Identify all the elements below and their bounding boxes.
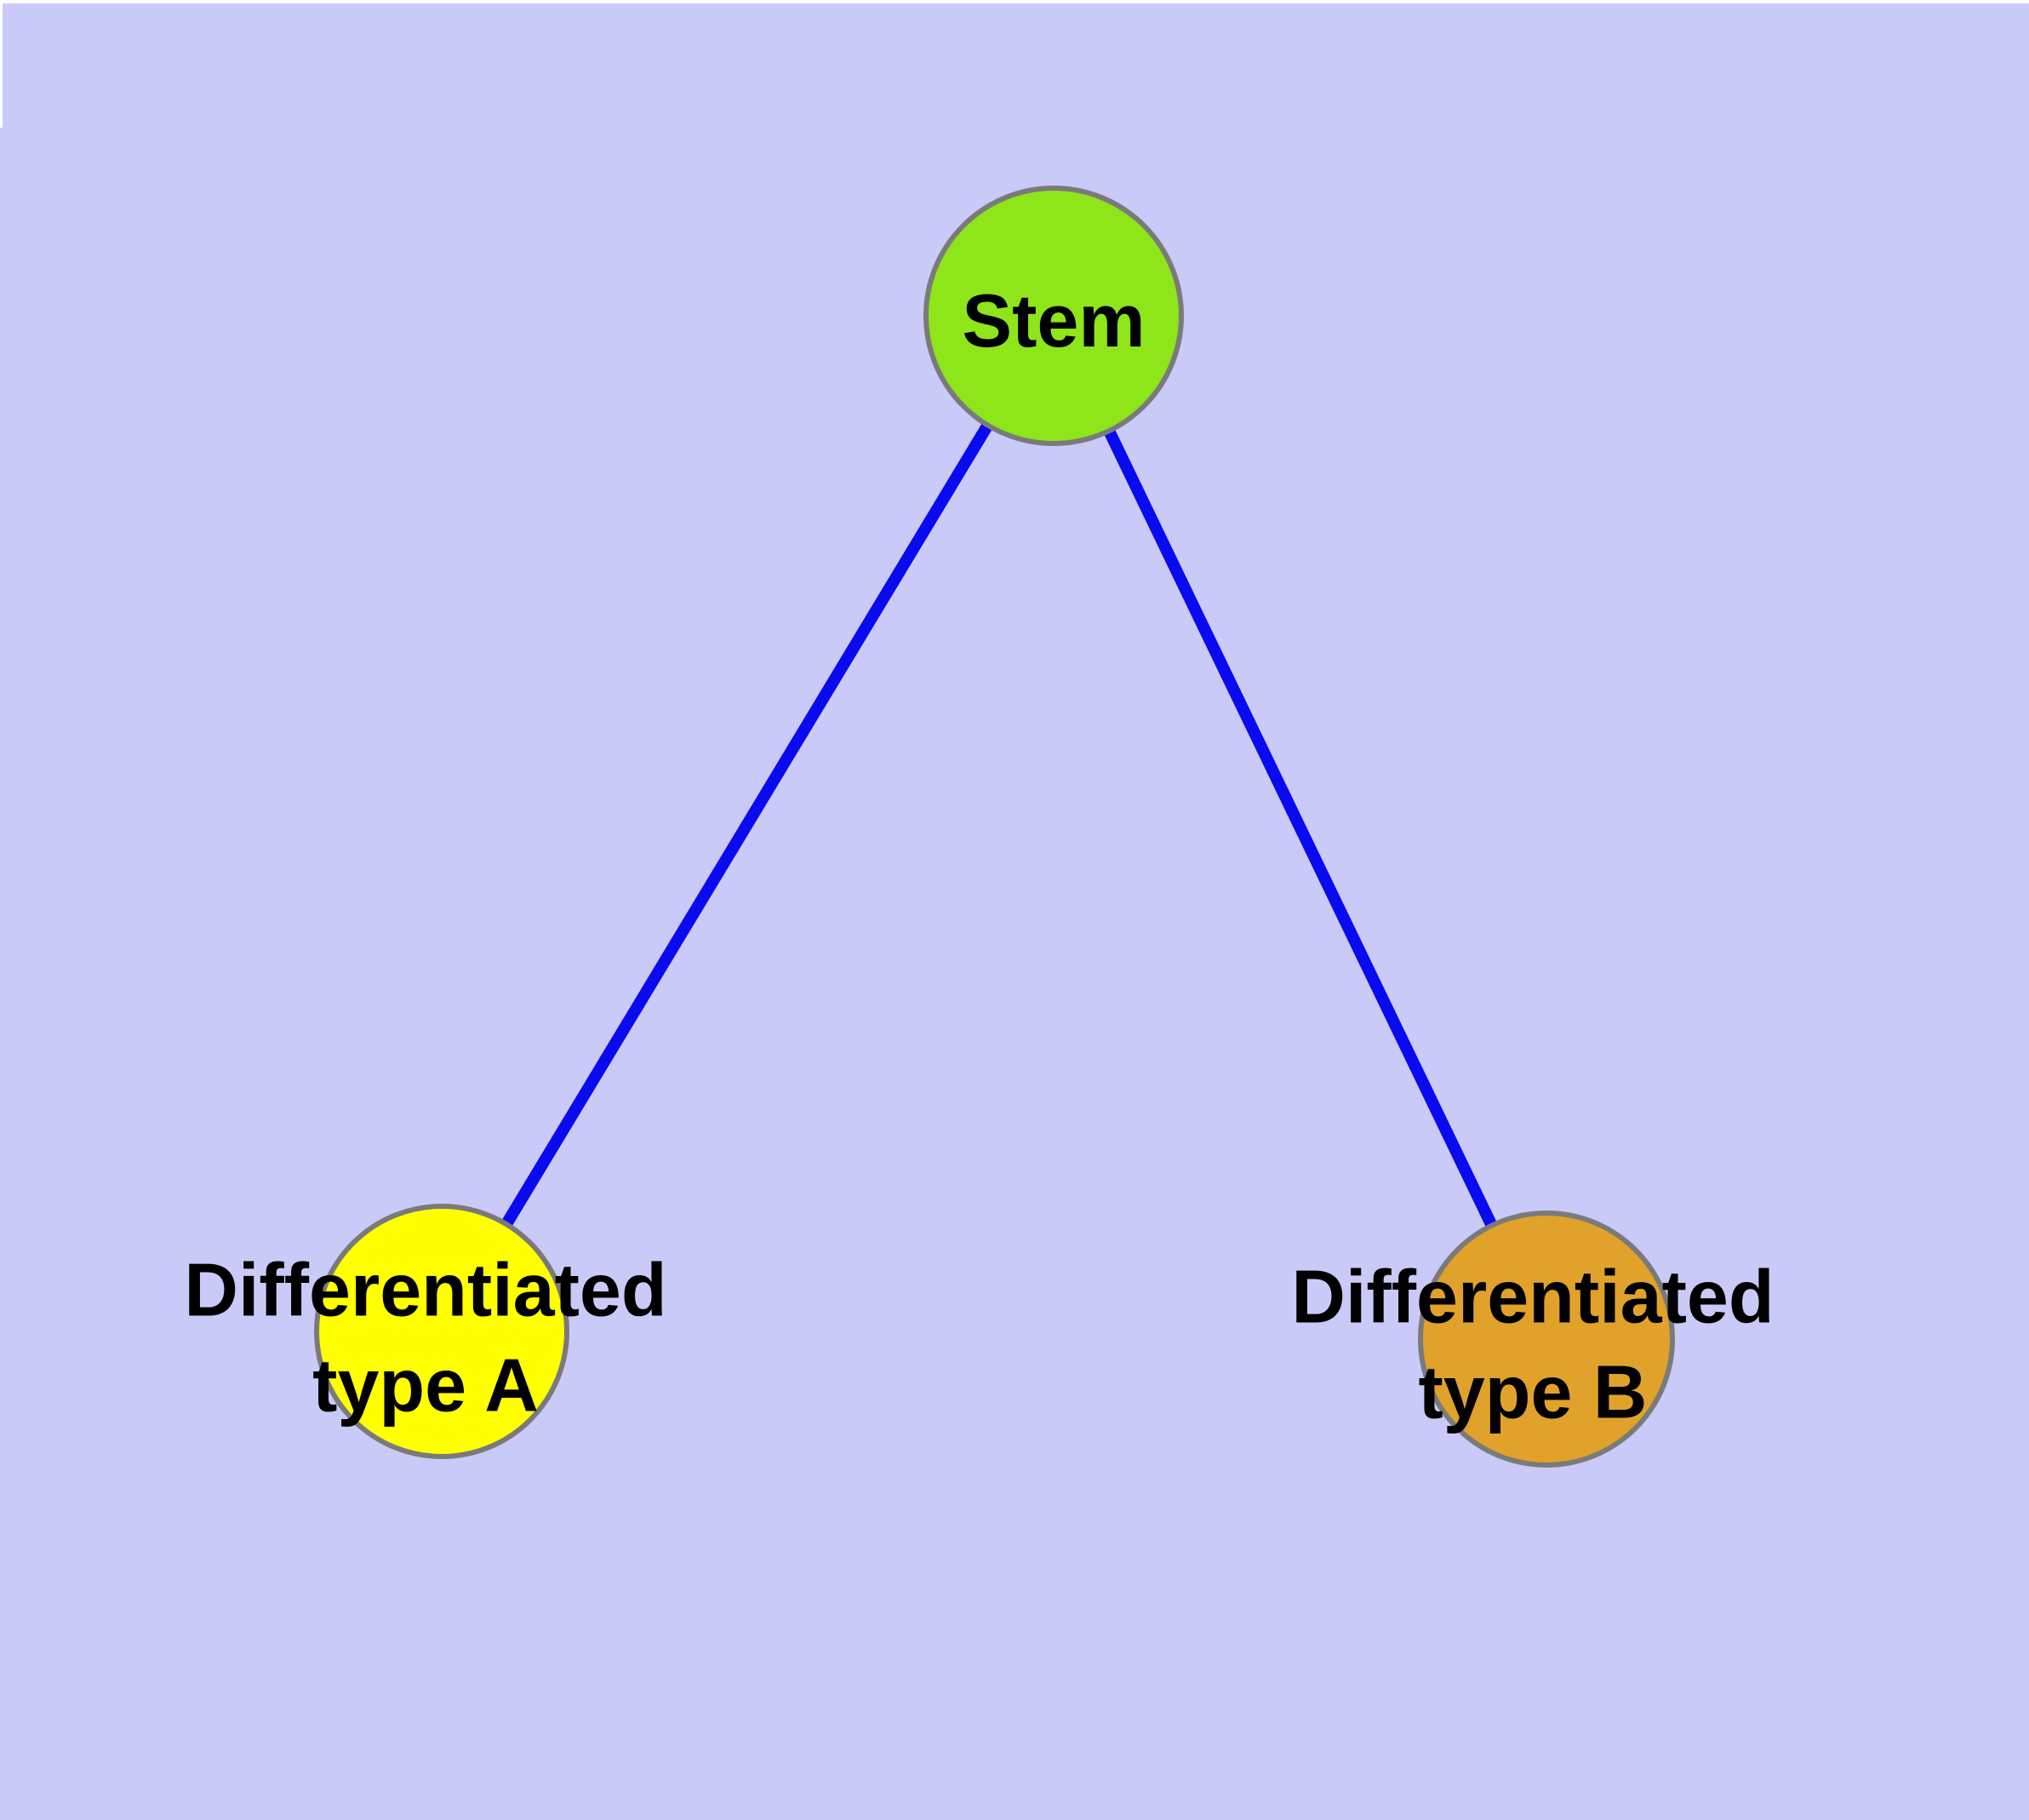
node-stem-label: Stem — [962, 278, 1146, 363]
edge-stem-to-type-b — [1048, 312, 1552, 1342]
canvas-left-margin — [0, 0, 3, 128]
node-differentiated-a-circle — [314, 1204, 569, 1459]
node-differentiated-a-label: Differentiated type A — [184, 1247, 667, 1427]
node-differentiated-b-circle — [1418, 1210, 1675, 1468]
canvas-top-margin — [0, 0, 2029, 3]
edge-stem-to-type-a — [437, 312, 1059, 1335]
node-differentiated-b-label: Differentiated type B — [1291, 1254, 1775, 1434]
node-stem-circle — [923, 186, 1184, 446]
